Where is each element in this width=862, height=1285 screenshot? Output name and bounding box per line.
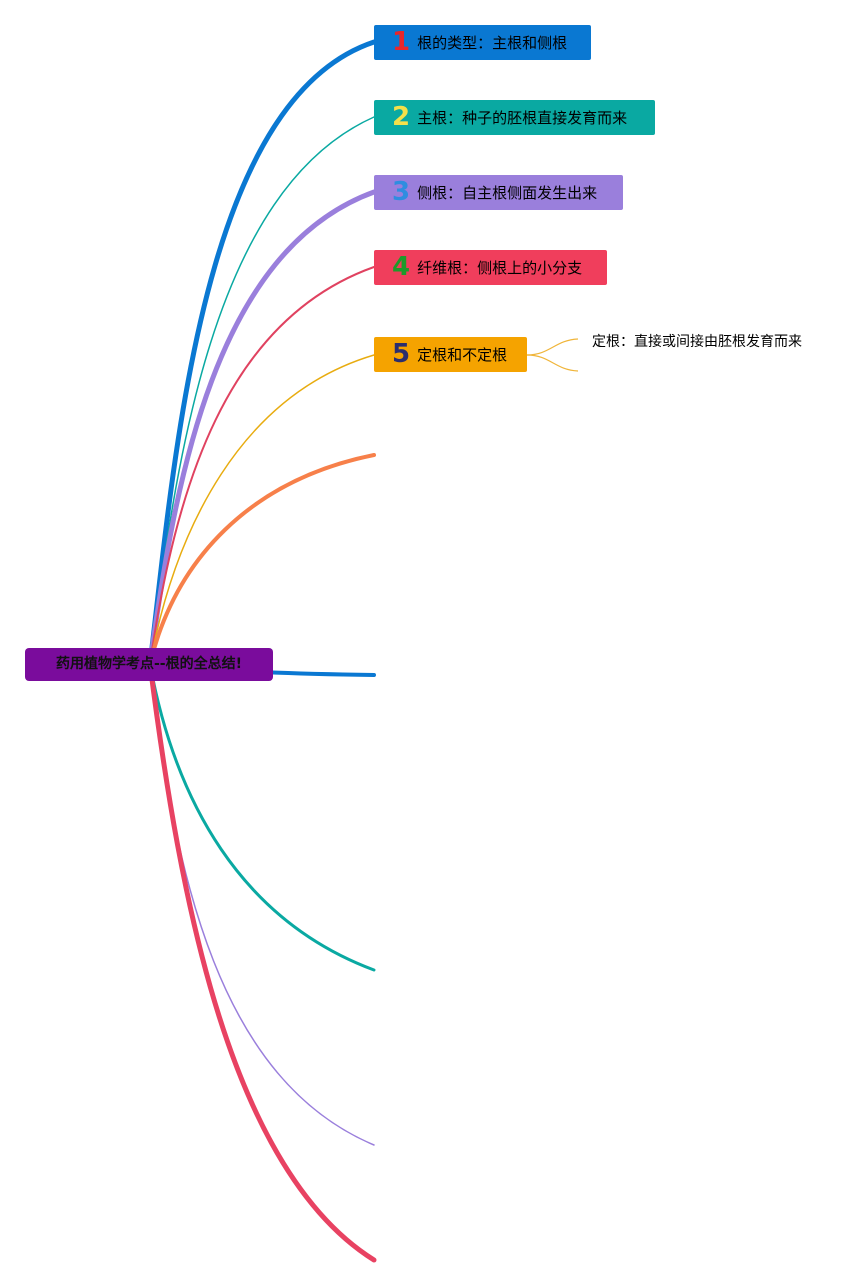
subtopic-dinggen[interactable]: 定根：直接或间接由胚根发育而来 (592, 331, 802, 351)
subtopic-dinggen-label: 定根：直接或间接由胚根发育而来 (592, 334, 802, 350)
branch-line-10 (147, 661, 377, 1263)
branch-line-9 (149, 663, 375, 1146)
topic-2-number: 2 (392, 102, 411, 132)
topic-2-label: 主根：种子的胚根直接发育而来 (417, 109, 628, 127)
topic-4-label: 纤维根：侧根上的小分支 (417, 259, 583, 277)
topic-4-number: 4 (392, 252, 411, 282)
subtopic-connector-2 (526, 354, 579, 372)
branch-line-4 (149, 266, 375, 665)
branch-line-8 (148, 662, 376, 972)
topic-1-number: 1 (392, 27, 411, 57)
topic-5-label: 定根和不定根 (417, 346, 508, 364)
topic-5-number: 5 (392, 339, 411, 369)
topic-2[interactable]: 2 主根：种子的胚根直接发育而来 (374, 100, 655, 135)
topic-5[interactable]: 5 定根和不定根 (374, 337, 527, 372)
root-topic[interactable]: 药用植物学考点--根的全总结! (25, 648, 273, 681)
branch-line-1 (147, 39, 377, 667)
topic-3[interactable]: 3 侧根：自主根侧面发生出来 (374, 175, 623, 210)
branch-line-6 (148, 453, 376, 666)
root-topic-label: 药用植物学考点--根的全总结! (55, 656, 242, 672)
topic-1-label: 根的类型：主根和侧根 (417, 34, 568, 52)
topic-3-number: 3 (392, 177, 411, 207)
branch-line-3 (147, 189, 377, 667)
topic-4[interactable]: 4 纤维根：侧根上的小分支 (374, 250, 607, 285)
subtopic-connector-1 (526, 338, 579, 356)
topic-1[interactable]: 1 根的类型：主根和侧根 (374, 25, 591, 60)
branch-line-5 (149, 354, 375, 665)
topic-3-label: 侧根：自主根侧面发生出来 (417, 184, 598, 202)
